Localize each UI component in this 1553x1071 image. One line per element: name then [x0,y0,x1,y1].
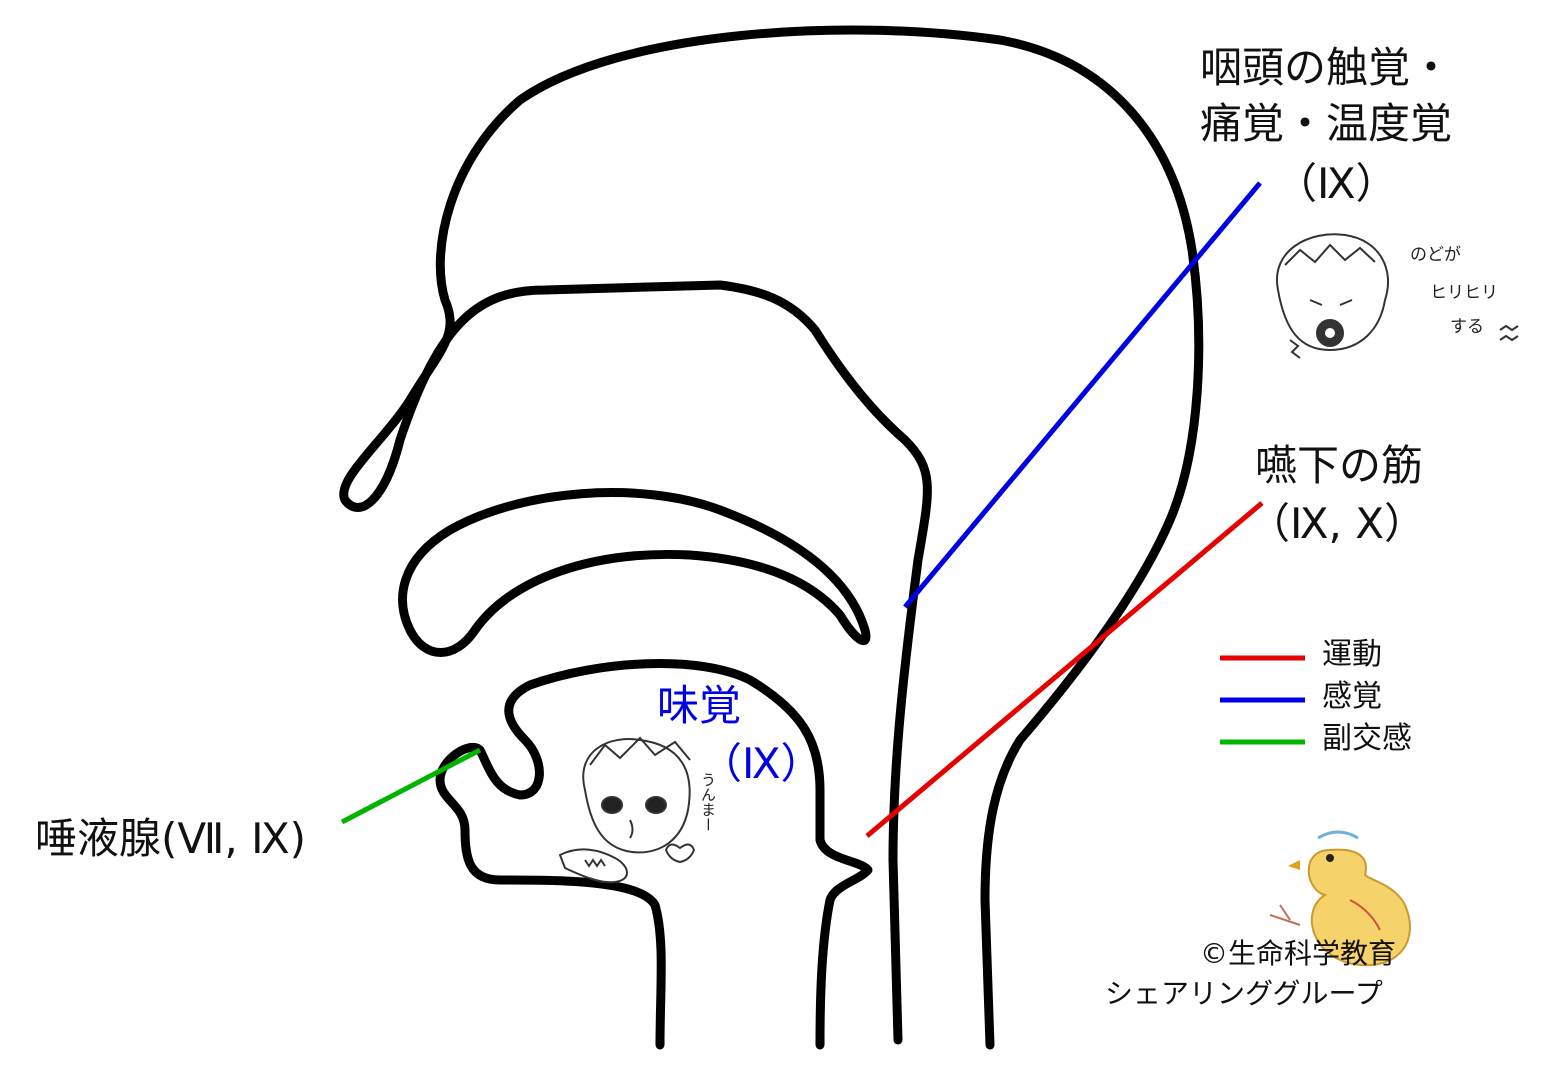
throat-boy-text-1: のどが [1410,245,1461,265]
salivary-gland-label: 唾液腺(Ⅶ, Ⅸ) [35,814,307,863]
taste-label: 味覚 [657,681,742,730]
throat-pain-boy-doodle [1275,233,1519,359]
throat-boy-text-3: する [1450,317,1484,337]
motor-line [865,501,1264,838]
chick-doodle [1269,830,1411,967]
pharynx-sensation-label-line2: 痛覚・温度覚 [1200,99,1453,148]
taste-nerve: （Ⅸ） [700,739,823,788]
throat-boy-text-2: ヒリヒリ [1430,283,1498,303]
oral-cavity-outline [435,659,873,1050]
swallow-muscle-label: 嚥下の筋 [1255,441,1424,490]
legend-label-sensory: 感覚 [1322,679,1382,714]
copyright-line2: シェアリンググループ [1105,977,1383,1010]
tasting-boy-text: うんまー [699,772,717,832]
copyright-line1: ©生命科学教育 [1200,937,1397,970]
parasympathetic-line [340,747,482,825]
head-outline [339,25,1204,1050]
pharynx-sensation-label-line1: 咽頭の触覚・ [1200,43,1453,92]
pharynx-sensation-nerve: （Ⅸ） [1275,159,1398,208]
hard-palate [398,488,871,657]
sensory-line [903,181,1262,609]
tasting-boy-doodle [558,736,696,884]
swallow-muscle-nerve: （Ⅸ, Ⅹ） [1248,499,1427,548]
legend-label-motor: 運動 [1322,637,1382,672]
legend-label-parasympathetic: 副交感 [1322,721,1412,756]
